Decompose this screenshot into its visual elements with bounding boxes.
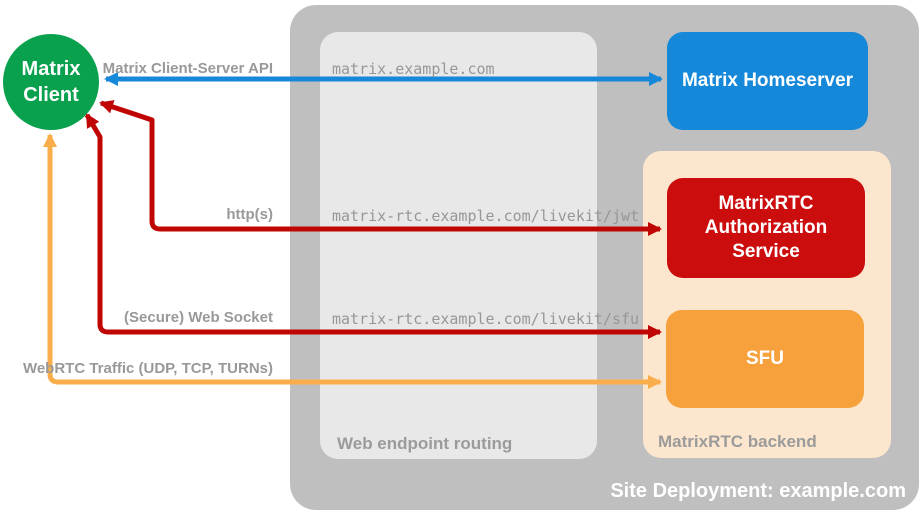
client-server-api-label: Matrix Client-Server API [102,60,273,77]
auth-service-node: MatrixRTC Authorization Service [667,178,865,278]
web-endpoint-routing-label: Web endpoint routing [337,434,513,453]
web-endpoint-routing-box [320,32,597,459]
matrixrtc-backend-label: MatrixRTC backend [658,432,817,451]
sfu-label: SFU [746,348,784,369]
site-deployment-title: Site Deployment: example.com [610,480,906,502]
webrtc-traffic-label: WebRTC Traffic (UDP, TCP, TURNs) [22,360,273,377]
homeserver-route-url: matrix.example.com [332,60,495,78]
matrix-client-node: Matrix Client [3,34,99,130]
matrix-homeserver-label: Matrix Homeserver [681,70,854,91]
sfu-node: SFU [666,310,864,408]
jwt-route-url: matrix-rtc.example.com/livekit/jwt [332,207,640,225]
websocket-label: (Secure) Web Socket [124,309,273,326]
matrix-client-label-line1: Matrix [21,58,81,80]
matrix-client-label-line2: Client [23,84,79,106]
auth-service-label: MatrixRTC Authorization Service [704,193,828,262]
https-label: http(s) [226,206,273,223]
matrix-homeserver-node: Matrix Homeserver [667,32,868,130]
sfu-route-url: matrix-rtc.example.com/livekit/sfu [332,310,640,328]
